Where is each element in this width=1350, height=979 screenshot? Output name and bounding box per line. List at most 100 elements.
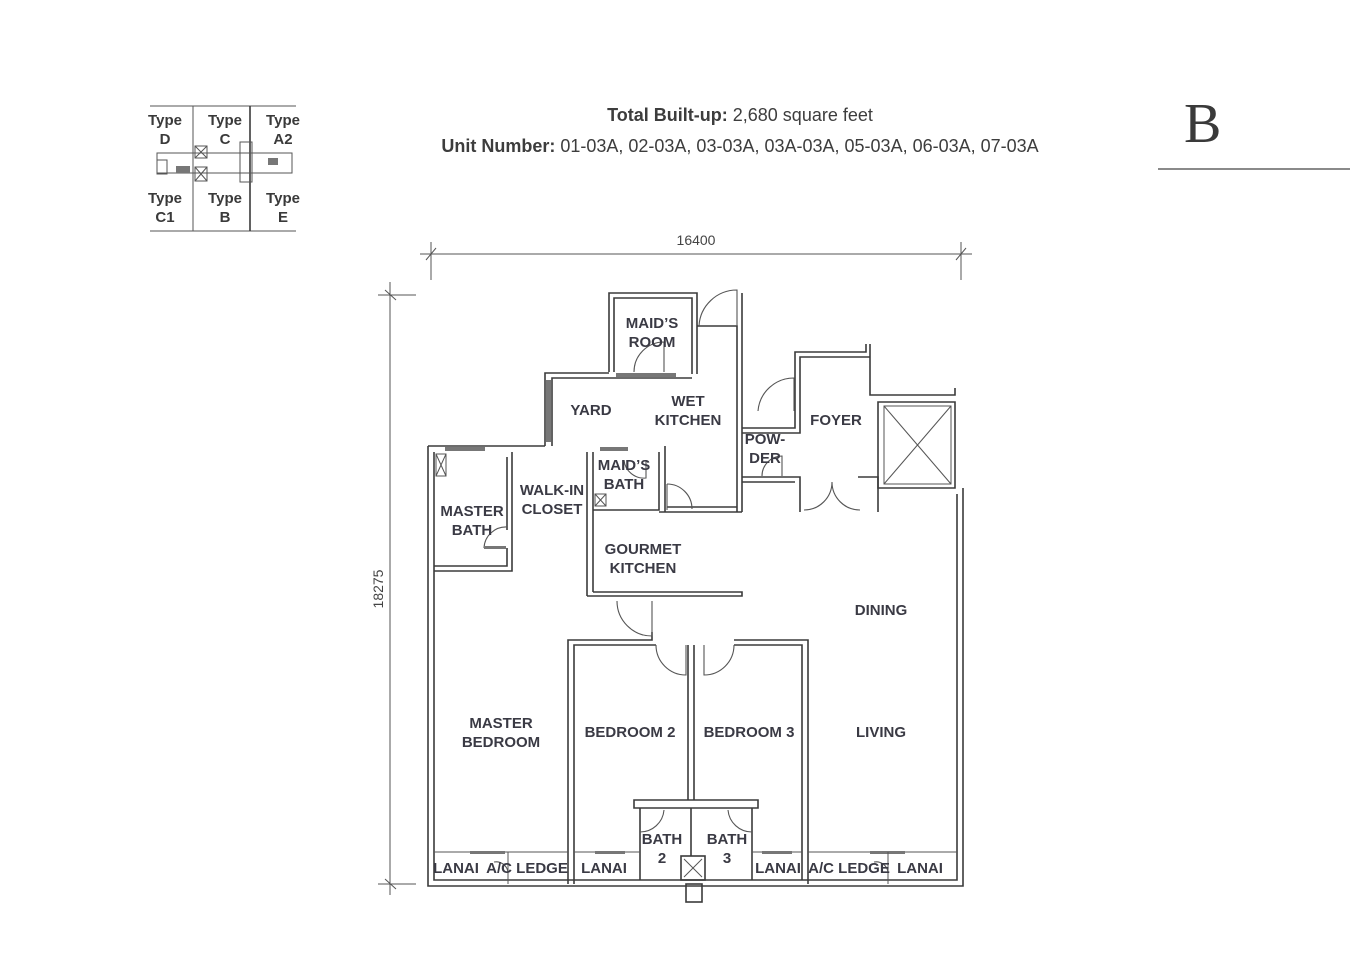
powder-door [761, 455, 783, 477]
label-wet-kitchen-1: WET [671, 393, 704, 410]
unit-type-divider [1158, 168, 1350, 170]
built-up-label: Total Built-up: [607, 105, 728, 125]
label-powder-2: DER [749, 450, 781, 467]
wall-bedroom-3-inner [734, 644, 803, 880]
label-bath-3-1: BATH [707, 831, 748, 848]
label-master-bath-2: BATH [452, 522, 493, 539]
label-master-bedroom-1: MASTER [469, 715, 533, 732]
label-maids-room-2: ROOM [629, 334, 676, 351]
master-bath-door-leaf [484, 546, 506, 549]
dimension-depth-label: 18275 [370, 569, 386, 608]
label-ac-ledge-2: A/C LEDGE [808, 860, 890, 877]
label-wet-kitchen-2: KITCHEN [655, 412, 722, 429]
label-yard: YARD [570, 402, 611, 419]
bath-2-door [639, 809, 665, 833]
bedroom-2-door [655, 644, 687, 676]
label-dining: DINING [855, 602, 908, 619]
maids-bath-kitchen-door [666, 483, 693, 510]
lanai-sliding-door [595, 851, 625, 854]
maids-bath-shaft-icon [594, 493, 607, 507]
wall-bedroom-3 [734, 639, 809, 884]
key-type-d-line2: D [160, 131, 171, 148]
wall-foyer-inner [742, 356, 870, 434]
label-lanai-3: LANAI [755, 860, 801, 877]
key-type-c-line1: Type [208, 112, 242, 129]
label-foyer: FOYER [810, 412, 862, 429]
dimension-tick [384, 289, 397, 301]
wall-maids-room [608, 292, 698, 374]
powder-access-door [757, 377, 795, 412]
ac-ledge-door [493, 861, 509, 873]
wall-maids-bath [593, 452, 660, 511]
label-gourmet-kitchen-2: KITCHEN [610, 560, 677, 577]
wall-yard-inner [551, 377, 692, 446]
master-bath-door [483, 526, 508, 549]
wall-yard [544, 372, 609, 446]
maids-room-door [633, 341, 665, 373]
key-plan-lift-icon [194, 145, 208, 159]
wall-powder-bottom [742, 476, 801, 512]
ac-ledge-door [873, 861, 889, 873]
key-plan-core [156, 159, 168, 175]
label-bath-2-2: 2 [658, 850, 666, 867]
label-master-bath-1: MASTER [440, 503, 504, 520]
key-type-e-line1: Type [266, 190, 300, 207]
lift-shaft [877, 401, 956, 489]
built-up-line: Total Built-up: 2,680 square feet [400, 100, 1080, 131]
bath-3-door [727, 809, 753, 833]
dimension-tick [955, 247, 967, 261]
unit-number-line: Unit Number: 01-03A, 02-03A, 03-03A, 03A… [400, 131, 1080, 162]
key-type-d-line1: Type [148, 112, 182, 129]
lanai-sliding-door [470, 851, 505, 854]
key-plan-core [239, 141, 253, 183]
key-type-b-line1: Type [208, 190, 242, 207]
wall-baths-top [633, 799, 759, 809]
dimension-depth: 18275 [370, 282, 416, 895]
lanai-sliding-door [762, 851, 792, 854]
label-master-bedroom-2: BEDROOM [462, 734, 540, 751]
label-maids-bath-2: BATH [604, 476, 645, 493]
label-living: LIVING [856, 724, 906, 741]
unit-info-header: Total Built-up: 2,680 square feet Unit N… [400, 100, 1080, 162]
key-plan-stair [176, 166, 190, 173]
bedroom-3-door [703, 644, 735, 676]
maids-bath-door [623, 459, 647, 479]
key-type-a2-line1: Type [266, 112, 300, 129]
label-lanai-4: LANAI [897, 860, 943, 877]
key-plan: Type D Type C Type A2 Type C1 Type B Typ… [148, 105, 300, 232]
unit-number-value: 01-03A, 02-03A, 03-03A, 03A-03A, 05-03A,… [560, 136, 1039, 156]
key-type-e-line2: E [278, 209, 288, 226]
label-walk-in-closet-2: CLOSET [522, 501, 583, 518]
maids-bath-window [600, 447, 628, 451]
wall-master-bath [434, 452, 513, 572]
bath-shaft [680, 855, 706, 881]
dimension-width-label: 16400 [677, 232, 716, 248]
key-type-b-line2: B [220, 209, 231, 226]
key-type-a2-line2: A2 [273, 131, 292, 148]
key-type-c1-line2: C1 [155, 209, 174, 226]
wall-lift-lobby [869, 344, 956, 396]
unit-number-label: Unit Number: [441, 136, 556, 156]
label-lanai-1: LANAI [433, 860, 479, 877]
main-service-door [698, 289, 738, 327]
wall-master-bath-inner [434, 548, 508, 567]
label-gourmet-kitchen-1: GOURMET [605, 541, 682, 558]
label-maids-room-1: MAID’S [626, 315, 679, 332]
wall-maids-room-inner [613, 297, 693, 374]
key-type-c1-line1: Type [148, 190, 182, 207]
maids-room-window [616, 373, 676, 377]
wall-outer-shell [427, 446, 964, 887]
doors [483, 289, 889, 873]
label-powder-1: POW- [745, 431, 786, 448]
wall-foyer [742, 344, 867, 429]
label-bedroom-3: BEDROOM 3 [704, 724, 795, 741]
foyer-double-door [803, 481, 861, 511]
key-plan-stair [268, 158, 278, 165]
label-bath-2-1: BATH [642, 831, 683, 848]
walls [427, 292, 964, 903]
master-bedroom-door [616, 600, 653, 637]
label-bedroom-2: BEDROOM 2 [585, 724, 676, 741]
wall-foyer-right [858, 476, 879, 512]
dimension-tick [425, 247, 437, 261]
